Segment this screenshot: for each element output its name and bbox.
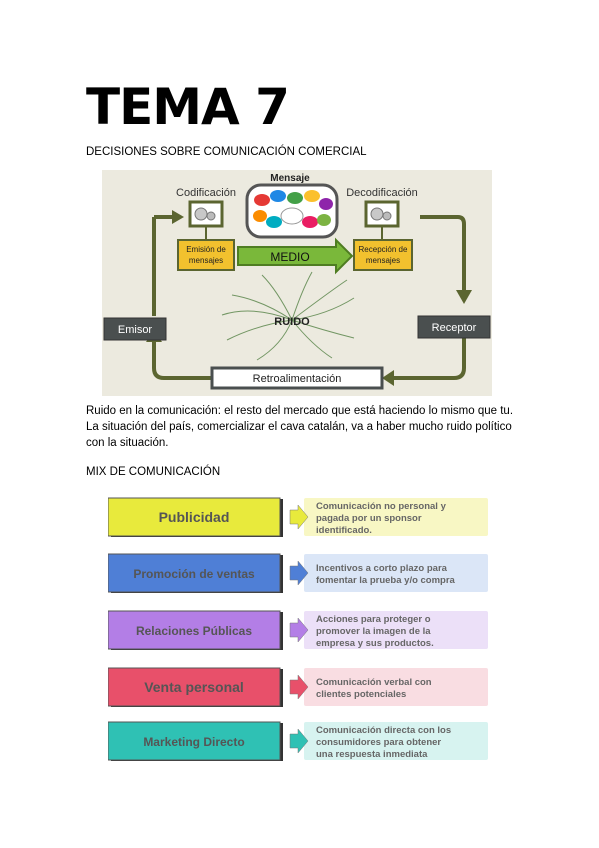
ruido-label: RUIDO — [274, 316, 310, 328]
recepcion-label-2: mensajes — [366, 256, 400, 265]
mix-box — [108, 497, 281, 537]
communication-mix-diagram: Publicidad Comunicación no personal ypaga… — [108, 497, 488, 761]
mix-description-line: una respuesta inmediata — [316, 749, 428, 760]
mix-arrow-icon — [289, 560, 309, 586]
mix-desc-panel — [304, 722, 488, 760]
speech-bubbles-icon — [253, 190, 333, 228]
mix-box — [108, 721, 281, 761]
medio-arrow — [237, 237, 354, 275]
mix-description-line: clientes potenciales — [316, 689, 406, 700]
mix-description-line: Comunicación no personal y — [316, 501, 447, 512]
emision-box — [177, 239, 235, 271]
medio-label: MEDIO — [270, 250, 309, 264]
mix-arrow-icon — [289, 728, 309, 754]
mix-description-line: consumidores para obtener — [316, 737, 441, 748]
recepcion-label-1: Recepción de — [359, 245, 408, 254]
codificacion-label: Codificación — [176, 187, 236, 199]
section-subtitle: DECISIONES SOBRE COMUNICACIÓN COMERCIAL — [86, 146, 367, 158]
recepcion-box — [353, 239, 413, 271]
mix-description-line: identificado. — [316, 525, 372, 536]
decodificacion-label: Decodificación — [346, 187, 418, 199]
mix-description-line: pagada por un sponsor — [316, 513, 422, 524]
mix-label: Relaciones Públicas — [136, 624, 252, 638]
mix-label: Promoción de ventas — [133, 567, 255, 581]
mix-box — [108, 553, 281, 593]
ruido-paragraph: Ruido en la comunicación: el resto del m… — [86, 405, 514, 449]
mix-arrow-icon — [289, 504, 309, 530]
mix-heading: MIX DE COMUNICACIÓN — [86, 466, 221, 478]
mix-description-line: Acciones para proteger o — [316, 614, 431, 625]
mix-desc-panel — [304, 498, 488, 536]
communication-process-diagram: Codificación Mensaje Decodificación Emis… — [102, 170, 492, 396]
retroalimentacion-box — [210, 366, 384, 390]
noise-squiggles — [221, 271, 355, 361]
mensaje-label: Mensaje — [270, 173, 310, 184]
page-title: TEMA 7 — [86, 78, 290, 136]
mix-label: Marketing Directo — [143, 735, 244, 749]
emisor-label: Emisor — [118, 324, 153, 336]
mix-desc-panel — [304, 668, 488, 706]
retroalimentacion-label: Retroalimentación — [253, 373, 342, 385]
mix-label: Publicidad — [159, 509, 230, 525]
receptor-box — [417, 315, 491, 339]
mix-arrow-icon — [289, 674, 309, 700]
mix-box — [108, 610, 281, 650]
mix-description-line: Incentivos a corto plazo para — [316, 563, 448, 574]
mix-description-line: promover la imagen de la — [316, 626, 431, 637]
mix-desc-panel — [304, 611, 488, 649]
emisor-box — [103, 317, 167, 341]
mix-desc-panel — [304, 554, 488, 592]
emision-label-2: mensajes — [189, 256, 223, 265]
mix-description-line: Comunicación verbal con — [316, 677, 432, 688]
receptor-label: Receptor — [432, 322, 477, 334]
emision-label-1: Emisión de — [186, 245, 226, 254]
mix-description-line: fomentar la prueba y/o compra — [316, 575, 456, 586]
mix-description-line: empresa y sus productos. — [316, 638, 434, 649]
mix-label: Venta personal — [144, 679, 244, 695]
mix-description-line: Comunicación directa con los — [316, 725, 451, 736]
mix-box — [108, 667, 281, 707]
mix-arrow-icon — [289, 617, 309, 643]
